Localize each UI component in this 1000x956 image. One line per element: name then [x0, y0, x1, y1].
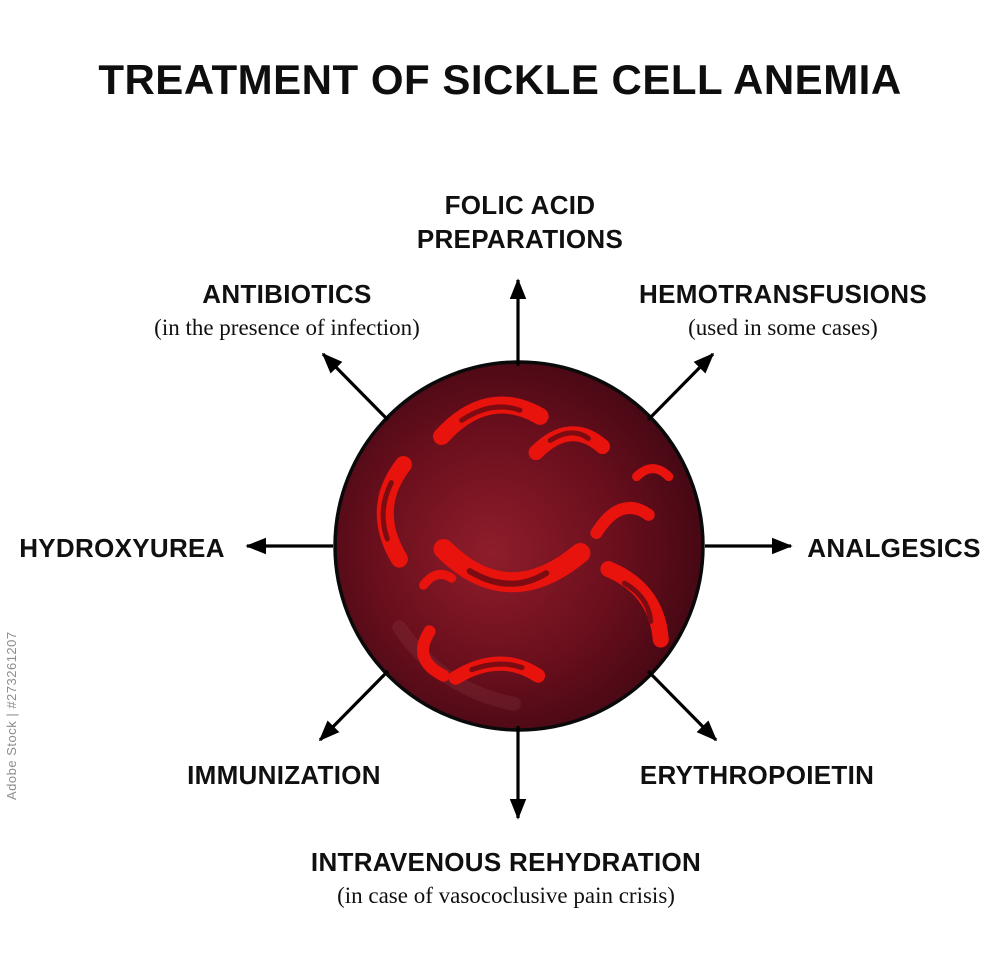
- label-hemotransfusions-note: (used in some cases): [688, 315, 878, 341]
- label-antibiotics: ANTIBIOTICS (in the presence of infectio…: [154, 277, 420, 341]
- label-hemotransfusions-text: HEMOTRANSFUSIONS: [639, 279, 927, 309]
- sickle-cell-detail: [459, 404, 523, 423]
- sickle-cell-detail: [547, 430, 591, 443]
- label-hydroxyurea-text: HYDROXYUREA: [19, 533, 225, 563]
- sickle-cell: [417, 625, 450, 682]
- label-hemotransfusions: HEMOTRANSFUSIONS (used in some cases): [639, 277, 927, 341]
- sickle-cell: [600, 561, 669, 648]
- sickle-cell: [632, 464, 674, 482]
- label-folic-acid-text: FOLIC ACID PREPARATIONS: [416, 190, 624, 255]
- page-title: TREATMENT OF SICKLE CELL ANEMIA: [98, 56, 902, 103]
- label-analgesics-text: ANALGESICS: [807, 533, 981, 563]
- label-intravenous-rehydration: INTRAVENOUS REHYDRATION (in case of vaso…: [311, 845, 701, 909]
- sickle-cells-illustration: [333, 360, 705, 732]
- arrow-erythropoietin: [646, 669, 718, 742]
- sickle-cell: [418, 569, 457, 590]
- sickle-cell-detail: [469, 661, 525, 673]
- label-folic-acid: FOLIC ACID PREPARATIONS: [417, 188, 623, 257]
- label-immunization: IMMUNIZATION: [187, 758, 381, 792]
- label-intravenous-rehydration-note: (in case of vasococlusive pain crisis): [337, 883, 675, 909]
- sickle-cell-detail: [380, 480, 394, 542]
- arrow-antibiotics: [321, 352, 390, 422]
- sickle-cell: [590, 501, 655, 539]
- arrow-hemotransfusions: [646, 352, 715, 422]
- label-erythropoietin-text: ERYTHROPOIETIN: [639, 760, 875, 790]
- arrow-immunization: [318, 669, 390, 742]
- sickle-cell-detail: [466, 568, 550, 587]
- label-intravenous-rehydration-text: INTRAVENOUS REHYDRATION: [310, 847, 702, 877]
- label-antibiotics-note: (in the presence of infection): [154, 315, 420, 341]
- label-erythropoietin: ERYTHROPOIETIN: [640, 758, 874, 792]
- arrows-group: [245, 278, 793, 820]
- label-antibiotics-text: ANTIBIOTICS: [202, 279, 372, 309]
- sickle-cells-group: [376, 396, 674, 685]
- label-analgesics: ANALGESICS: [807, 531, 980, 565]
- label-hydroxyurea: HYDROXYUREA: [19, 531, 225, 565]
- sickle-cell-detail: [622, 580, 654, 624]
- label-immunization-text: IMMUNIZATION: [187, 760, 381, 790]
